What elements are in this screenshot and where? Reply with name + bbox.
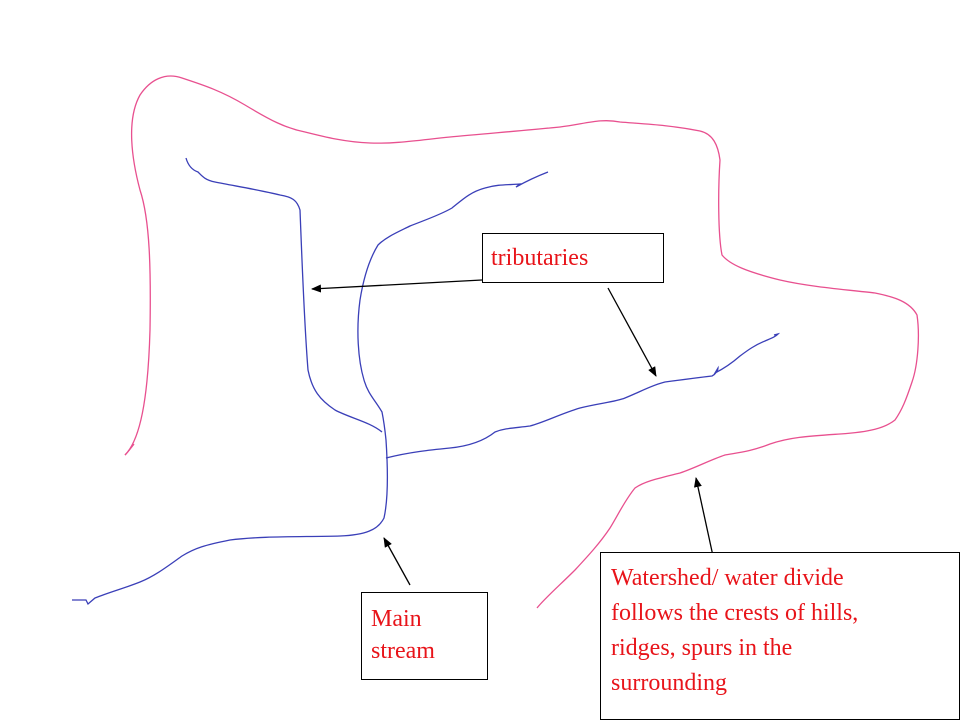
watershed-label-box: Watershed/ water divide follows the cres…	[600, 552, 960, 720]
arrow-to-left-tributary	[311, 279, 483, 293]
main-stream-label-line: stream	[371, 638, 435, 664]
left-tributary-line	[185, 157, 383, 433]
arrow-to-main-stream	[383, 537, 411, 586]
watershed-boundary-fragment	[124, 443, 135, 456]
watershed-label-line: Watershed/ water divide	[611, 565, 844, 591]
watershed-label-line: follows the crests of hills,	[611, 600, 859, 626]
right-tributary-line	[385, 332, 781, 459]
main-stream-label-line: Main	[371, 606, 422, 632]
watershed-label-line: surrounding	[611, 670, 727, 696]
watershed-boundary-left	[124, 75, 920, 609]
tributaries-label-box: tributaries	[482, 233, 664, 283]
watershed-label-line: ridges, spurs in the	[611, 635, 793, 661]
tributaries-label: tributaries	[491, 245, 589, 271]
main-stream-label-box: Main stream	[361, 592, 488, 680]
main-stream-line	[72, 171, 549, 606]
arrow-to-right-tributary	[607, 287, 657, 377]
arrow-to-watershed	[694, 477, 714, 557]
